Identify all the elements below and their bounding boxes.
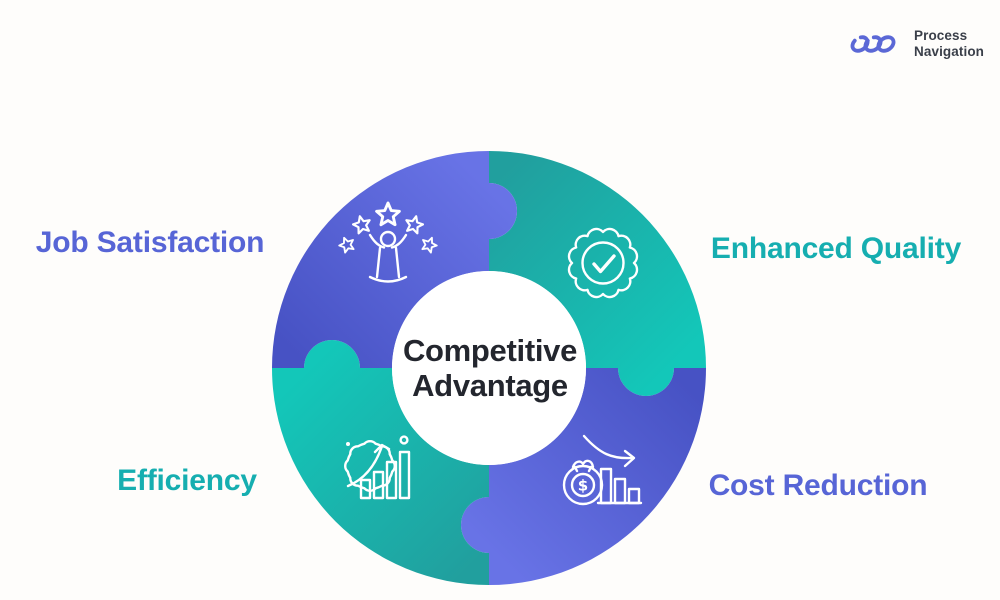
brand-name-line1: Process xyxy=(914,28,968,43)
label-job-satisfaction: Job Satisfaction xyxy=(35,226,265,259)
brand-name: Process Navigation xyxy=(914,28,984,61)
center-circle xyxy=(392,271,586,465)
dollar-symbol: $ xyxy=(578,477,588,495)
label-enhanced-quality: Enhanced Quality xyxy=(710,232,962,265)
label-cost-reduction: Cost Reduction xyxy=(708,469,928,502)
diagram-center-title: Competitive Advantage xyxy=(360,333,620,403)
person-with-stars-icon xyxy=(336,201,440,283)
money-bag-decline-chart-icon: $ xyxy=(562,434,643,506)
label-efficiency: Efficiency xyxy=(117,464,257,497)
brand-name-line2: Navigation xyxy=(914,44,985,60)
brand-logo: Process Navigation xyxy=(849,28,984,61)
center-title-line1: Competitive xyxy=(402,333,578,368)
gear-growth-chart-icon xyxy=(344,435,411,500)
verified-badge-check-icon xyxy=(567,227,639,299)
center-title-line2: Advantage xyxy=(412,368,568,403)
brand-logo-icon xyxy=(850,35,896,54)
